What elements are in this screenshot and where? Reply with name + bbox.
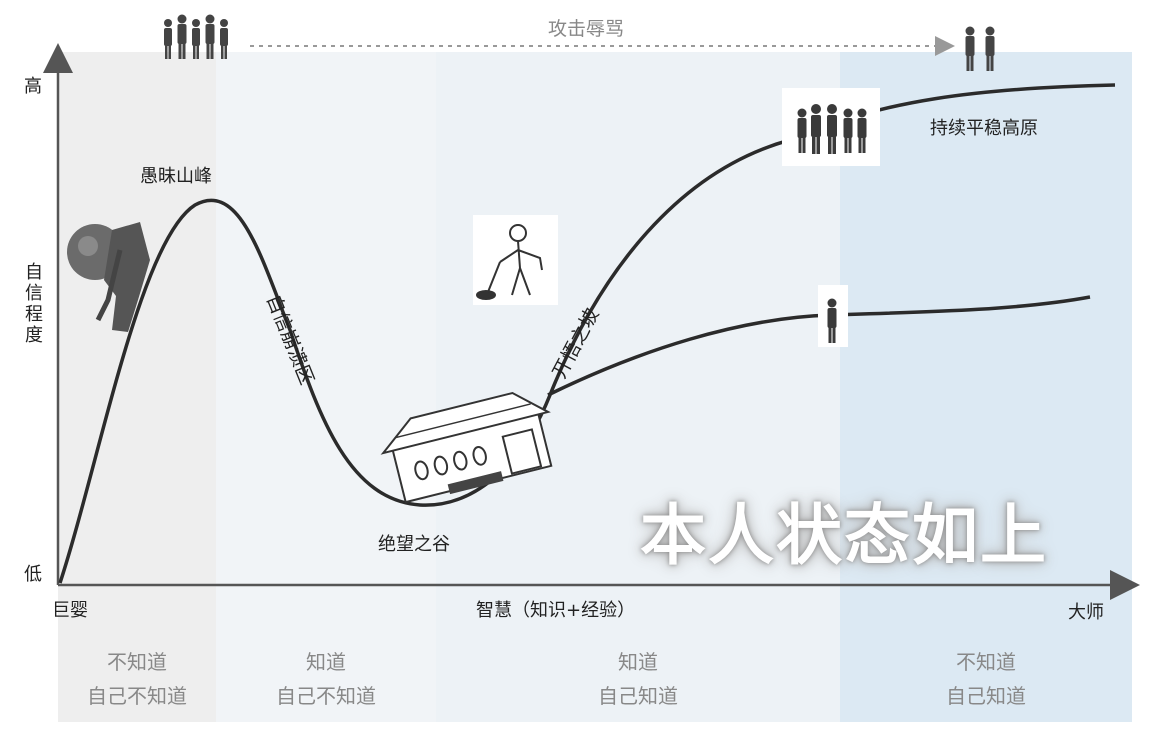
stage-1-line2: 自己不知道	[87, 684, 187, 708]
stage-2-line1: 知道	[306, 650, 346, 674]
peak-label: 愚昧山峰	[140, 166, 212, 187]
stage-4-line2: 自己知道	[946, 684, 1026, 708]
stage-band-2	[216, 52, 436, 722]
stage-caption-1: 不知道 自己不知道	[58, 645, 216, 713]
y-axis-label: 自信程度	[25, 262, 43, 346]
plateau-label: 持续平稳高原	[930, 118, 1038, 139]
stage-caption-2: 知道 自己不知道	[216, 645, 436, 713]
stage-caption-4: 不知道 自己知道	[840, 645, 1132, 713]
stage-band-4	[840, 52, 1132, 722]
y-axis-low: 低	[24, 564, 42, 585]
boulder-climber-icon	[67, 222, 150, 332]
crowd-icon	[797, 104, 867, 154]
overlay-caption: 本人状态如上	[640, 497, 1048, 574]
x-axis-start: 巨婴	[52, 600, 88, 621]
stage-band-1	[58, 52, 216, 722]
tilted-house-icon	[380, 391, 553, 504]
metal-detector-person-icon	[473, 215, 558, 305]
person-icon	[827, 298, 837, 343]
top-annotation: 攻击辱骂	[548, 18, 625, 40]
stage-4-line1: 不知道	[956, 650, 1016, 674]
stage-1-line1: 不知道	[107, 650, 167, 674]
stage-3-line1: 知道	[618, 650, 658, 674]
valley-label: 绝望之谷	[378, 534, 450, 555]
x-axis-label: 智慧（知识+经验）	[476, 600, 636, 621]
stage-caption-3: 知道 自己知道	[436, 645, 840, 713]
y-axis-high: 高	[24, 76, 42, 97]
stage-3-line2: 自己知道	[598, 684, 678, 708]
pair-icon	[965, 26, 995, 71]
x-axis-end: 大师	[1068, 602, 1104, 623]
stage-band-3	[436, 52, 840, 722]
stage-2-line2: 自己不知道	[276, 684, 376, 708]
crowd-icon	[164, 14, 228, 59]
